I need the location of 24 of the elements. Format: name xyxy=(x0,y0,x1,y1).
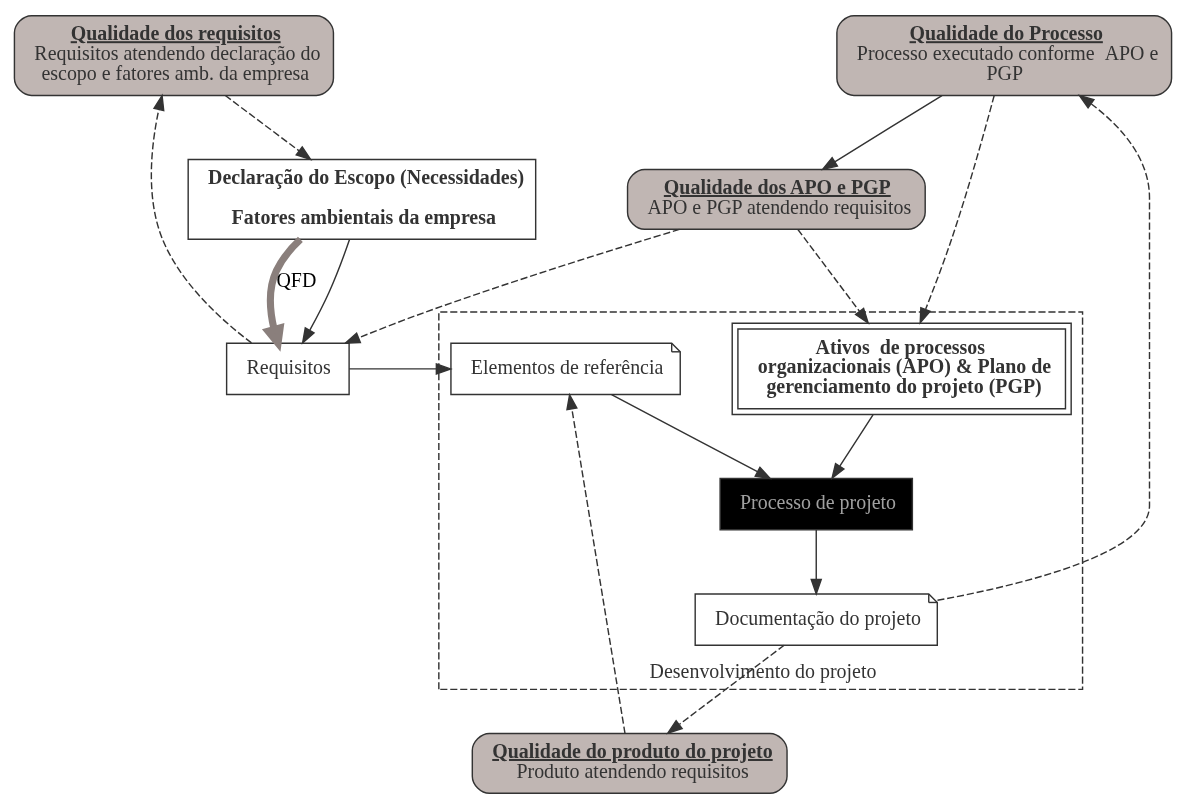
arrow xyxy=(830,414,874,481)
arrow xyxy=(261,236,303,352)
node-box: Qualidade do Processo Processo executado conforme APO e PGP xyxy=(836,15,1173,97)
node-box: Qualidade dos requisitos Requisitos atendendo declaração do escopo e fatores amb. da empresa xyxy=(13,15,335,97)
arrow xyxy=(566,392,626,735)
arrow xyxy=(919,95,995,325)
arrow xyxy=(810,529,823,596)
node-box: Declaração do Escopo (Necessidades) Fatores ambientais da empresa xyxy=(187,158,537,240)
arrow xyxy=(343,228,681,345)
node-box: Requisitos xyxy=(225,342,350,396)
arrow xyxy=(820,94,943,171)
arrow xyxy=(224,94,313,161)
arrow xyxy=(797,228,870,325)
arrow xyxy=(666,644,785,735)
arrow xyxy=(348,362,453,375)
arrow xyxy=(610,393,773,480)
arrow xyxy=(150,93,253,344)
arrow xyxy=(936,94,1151,601)
node-box: Ativos de processos organizacionais (APO) & Plano de gerenciamento do projeto (PGP) xyxy=(731,322,1072,416)
node-box: Processo de projeto xyxy=(719,477,914,531)
node-box: Qualidade do produto do projeto Produto atendendo requisitos xyxy=(471,732,788,794)
node-box: Qualidade dos APO e PGP APO e PGP atendendo requisitos xyxy=(626,168,926,231)
arrow xyxy=(301,238,351,345)
edge-label: QFD xyxy=(276,268,317,291)
